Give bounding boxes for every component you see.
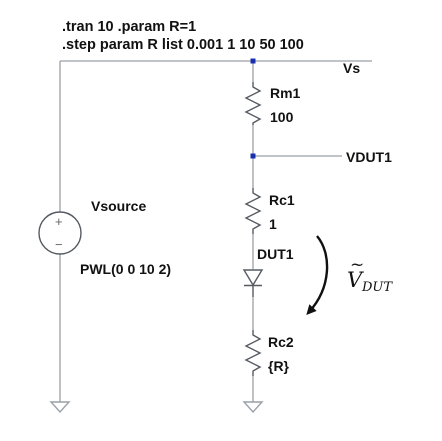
node-vs — [250, 58, 256, 64]
resistor-rc2-name[interactable]: Rc2 — [268, 334, 294, 350]
ground-symbol-right[interactable] — [242, 401, 264, 414]
node-vdut — [250, 153, 256, 159]
resistor-rm1-name[interactable]: Rm1 — [270, 85, 301, 101]
resistor-rc1[interactable] — [244, 188, 262, 234]
net-label-vs[interactable]: Vs — [343, 60, 360, 76]
source-minus-sign: − — [55, 237, 63, 252]
vdut-tilde: ~ — [350, 255, 364, 275]
resistor-rc2-value[interactable]: {R} — [268, 358, 290, 374]
source-value[interactable]: PWL(0 0 10 2) — [80, 261, 171, 277]
vdut-annotation: ~ V DUT — [347, 255, 393, 295]
resistor-rm1[interactable] — [244, 82, 262, 125]
source-plus-sign: + — [55, 214, 63, 229]
voltage-arrow — [306, 235, 329, 315]
diode-dut1[interactable] — [242, 269, 264, 297]
diode-dut1-name[interactable]: DUT1 — [257, 246, 294, 262]
vdut-subscript: DUT — [361, 280, 393, 295]
resistor-rc2[interactable] — [244, 330, 262, 376]
step-directive[interactable]: .step param R list 0.001 1 10 50 100 — [62, 37, 304, 53]
source-name[interactable]: Vsource — [91, 198, 146, 214]
resistor-rc1-value[interactable]: 1 — [269, 216, 277, 232]
vdut-symbol: V — [347, 268, 364, 292]
voltage-source[interactable]: + − — [38, 211, 82, 255]
ground-symbol-left[interactable] — [49, 401, 71, 414]
resistor-rm1-value[interactable]: 100 — [270, 109, 294, 125]
resistor-rc1-name[interactable]: Rc1 — [269, 192, 295, 208]
wires — [59, 60, 372, 402]
tran-directive[interactable]: .tran 10 .param R=1 — [62, 19, 196, 35]
net-label-vdut[interactable]: VDUT1 — [346, 149, 392, 165]
